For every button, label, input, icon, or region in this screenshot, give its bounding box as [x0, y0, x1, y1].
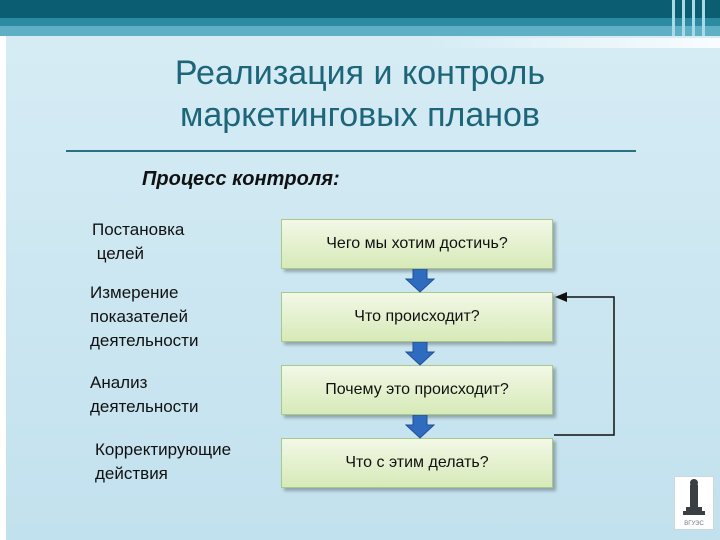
down-arrow-icon [405, 342, 435, 366]
header-accent-line [682, 0, 685, 36]
down-arrow-icon [405, 415, 435, 439]
step-label-correction: Корректирующие действия [95, 440, 232, 483]
title-divider [66, 150, 636, 152]
step-label-goals: Постановка целей [92, 220, 185, 263]
header-accent-line [702, 0, 705, 36]
logo-text: ВГУЭС [684, 521, 704, 527]
down-arrow-icon [405, 269, 435, 293]
header-band [0, 0, 720, 36]
title-line-2: маркетинговых планов [180, 96, 540, 134]
process-box-text: Что происходит? [354, 308, 480, 325]
process-box-text: Что с этим делать? [345, 454, 489, 471]
header-accent-line [692, 0, 695, 36]
process-box-text: Почему это происходит? [325, 381, 509, 398]
header-stripe-light [0, 26, 720, 36]
slide-title: Реализация и контроль маркетинговых план… [60, 52, 660, 136]
monument-icon [683, 479, 705, 515]
title-line-1: Реализация и контроль [174, 54, 546, 92]
step-label-analysis: Анализ деятельности [90, 373, 199, 416]
header-accent-line [672, 0, 675, 36]
step-label-measure: Измерение показателей деятельности [90, 283, 199, 350]
process-box-correction: Что с этим делать? [281, 438, 553, 488]
process-box-measure: Что происходит? [281, 292, 553, 342]
process-box-text: Чего мы хотим достичь? [326, 235, 508, 252]
process-subtitle: Процесс контроля: [142, 168, 340, 190]
process-box-analysis: Почему это происходит? [281, 365, 553, 415]
process-box-goal: Чего мы хотим достичь? [281, 219, 553, 269]
university-logo: ВГУЭС [674, 476, 714, 530]
panel-highlight [430, 38, 720, 48]
header-stripe [0, 18, 720, 26]
